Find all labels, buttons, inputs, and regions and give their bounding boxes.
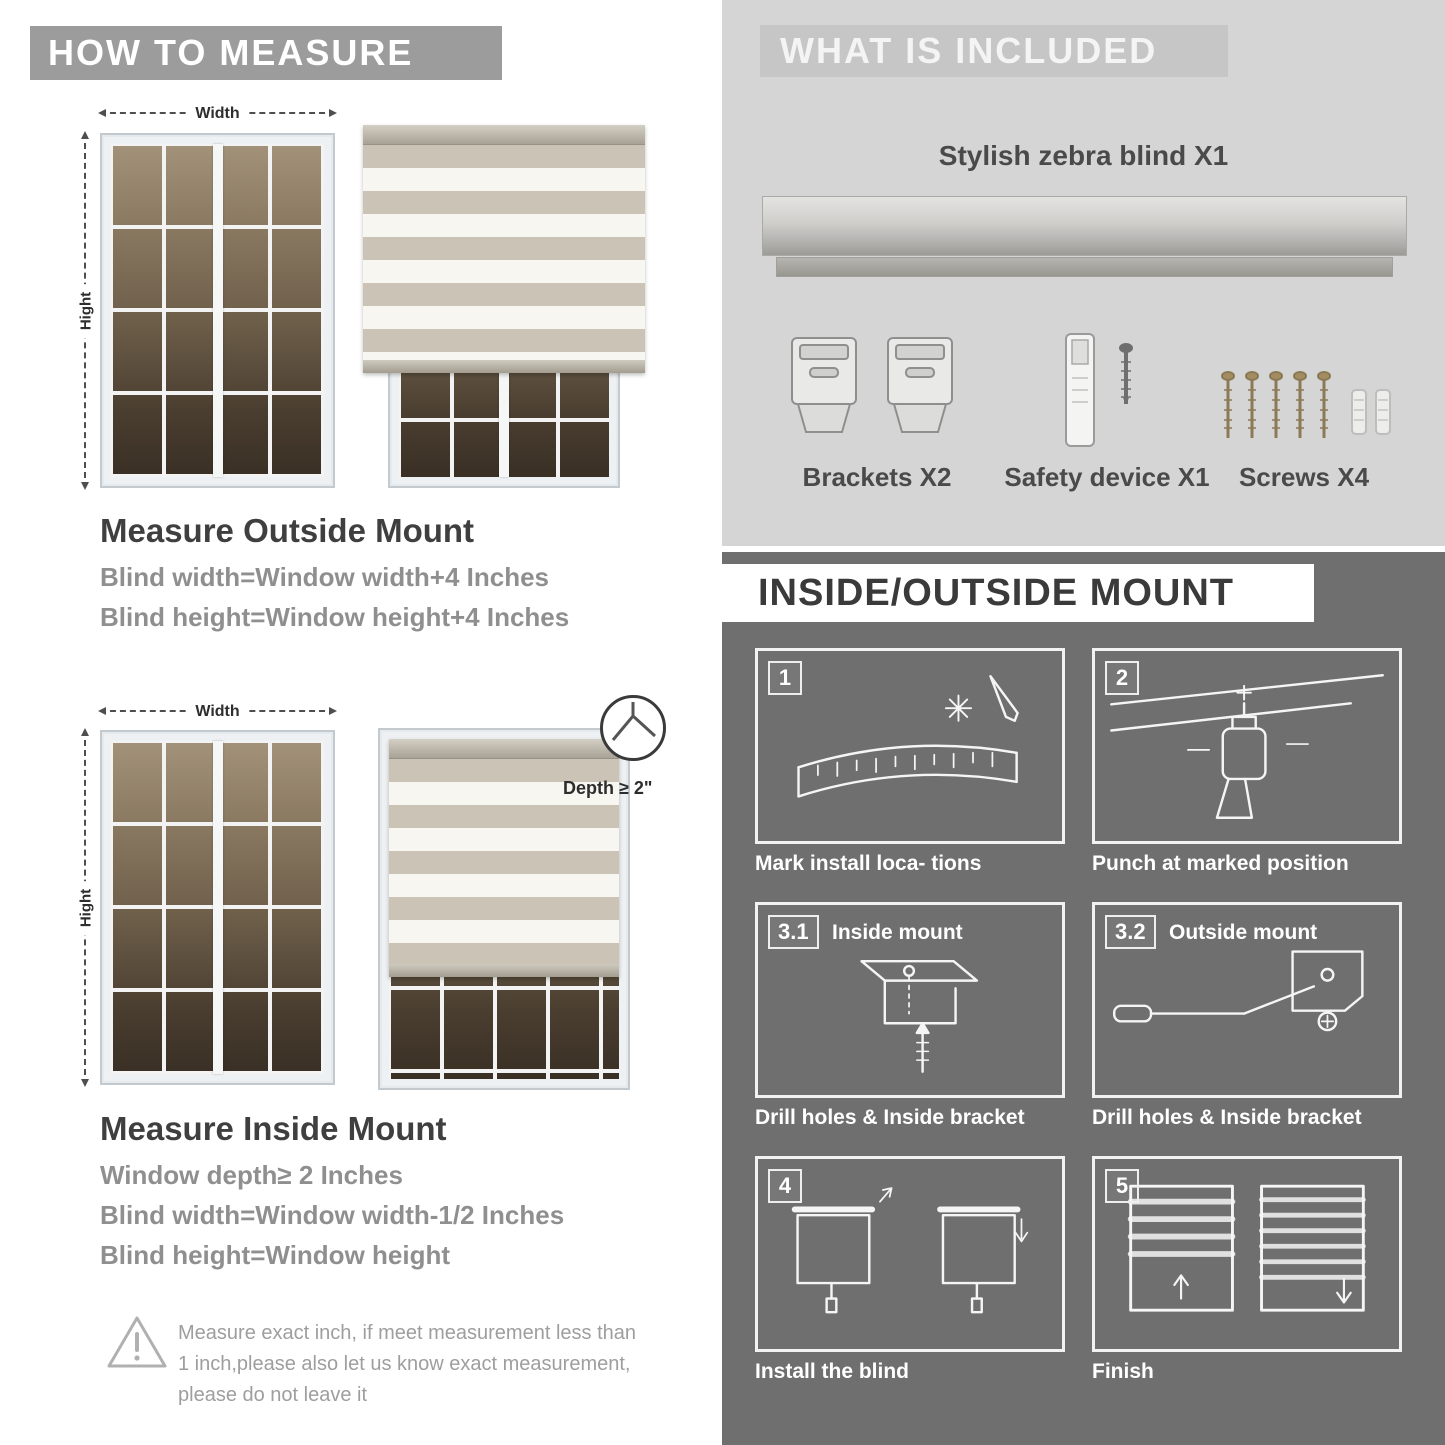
mount-instructions-section: INSIDE/OUTSIDE MOUNT 1 Mark install loca…	[722, 552, 1445, 1445]
blind-stripes	[363, 145, 645, 360]
step-number-badge: 1	[768, 661, 802, 695]
warning-icon	[107, 1316, 167, 1368]
step-title: Outside mount	[1169, 921, 1318, 944]
mount-header: INSIDE/OUTSIDE MOUNT	[722, 564, 1314, 622]
blind-bottom-rail	[363, 360, 645, 373]
window-illustration-inside	[100, 730, 335, 1085]
what-is-included-section: WHAT IS INCLUDED Stylish zebra blind X1	[722, 0, 1445, 546]
step-number-badge: 4	[768, 1169, 802, 1203]
depth-label: Depth ≥ 2"	[563, 778, 653, 798]
what-is-included-header: WHAT IS INCLUDED	[760, 25, 1228, 77]
how-to-measure-title: HOW TO MEASURE	[48, 32, 414, 73]
screws-label: Screws X4	[1238, 462, 1370, 492]
outside-height-formula: Blind height=Window height+4 Inches	[100, 602, 570, 632]
safety-device-icon	[1065, 333, 1133, 447]
step-panel-2: 2	[1092, 648, 1402, 844]
height-label: Hight	[75, 880, 97, 935]
outside-mount-title: Measure Outside Mount	[100, 512, 475, 549]
product-name: Stylish zebra blind X1	[938, 140, 1229, 171]
width-arrow: Width	[98, 703, 337, 721]
magnifier-circle	[600, 695, 666, 761]
step-number-badge: 2	[1105, 661, 1139, 695]
height-arrow: Hight	[75, 728, 97, 1087]
step-caption-4: Install the blind	[755, 1360, 910, 1383]
screws-icon	[1221, 371, 1391, 438]
window-center-post	[212, 144, 223, 477]
mount-header-title: INSIDE/OUTSIDE MOUNT	[758, 571, 1235, 614]
height-label: Hight	[75, 283, 97, 338]
inside-height-formula: Blind height=Window height	[100, 1240, 450, 1270]
inside-mount-title: Measure Inside Mount	[100, 1110, 447, 1147]
brackets-icon	[791, 337, 953, 433]
inside-bracket-illustration	[860, 960, 979, 1073]
step-title: Inside mount	[832, 921, 963, 944]
safety-device-label: Safety device X1	[1004, 462, 1210, 492]
step-panel-5: 5	[1092, 1156, 1402, 1352]
depth-corner-icon	[611, 702, 657, 741]
window-center-post	[212, 741, 223, 1074]
width-label: Width	[187, 105, 248, 123]
drill-illustration	[1110, 674, 1384, 819]
step-caption-5: Finish	[1092, 1360, 1154, 1383]
blind-stripes	[389, 759, 619, 964]
blind-cassette	[363, 125, 645, 145]
window-illustration-outside	[100, 133, 335, 488]
measurement-note: Measure exact inch, if meet measurement …	[178, 1322, 636, 1406]
step-number-badge: 5	[1105, 1169, 1139, 1203]
outside-mount-blind-figure	[363, 125, 645, 488]
brackets-label: Brackets X2	[802, 462, 952, 492]
inside-depth-formula: Window depth≥ 2 Inches	[100, 1160, 403, 1190]
blind-cassette	[389, 739, 619, 759]
width-arrow: Width	[98, 105, 337, 123]
what-is-included-title: WHAT IS INCLUDED	[780, 30, 1158, 71]
width-label: Width	[187, 703, 248, 721]
install-blind-illustration	[791, 1187, 1029, 1314]
outside-bracket-illustration	[1112, 950, 1364, 1032]
step-number-badge: 3.2	[1105, 915, 1156, 949]
inside-width-formula: Blind width=Window width-1/2 Inches	[100, 1200, 565, 1230]
step-panel-3-2: 3.2 Outside mount	[1092, 902, 1402, 1098]
step-panel-3-1: 3.1 Inside mount	[755, 902, 1065, 1098]
zebra-blind-illustration	[363, 125, 645, 373]
tape-measure-illustration	[797, 674, 1019, 798]
step-caption-3-2: Drill holes & Inside bracket	[1092, 1106, 1362, 1129]
height-arrow: Hight	[75, 131, 97, 490]
step-panel-4: 4	[755, 1156, 1065, 1352]
zebra-blind-illustration	[389, 739, 619, 977]
outside-width-formula: Blind width=Window width+4 Inches	[100, 562, 549, 592]
headrail-valance	[776, 257, 1393, 277]
how-to-measure-header: HOW TO MEASURE	[30, 26, 502, 80]
step-caption-3-1: Drill holes & Inside bracket	[755, 1106, 1025, 1129]
inside-mount-blind-figure: Depth ≥ 2"	[378, 695, 666, 1090]
step-panel-1: 1	[755, 648, 1065, 844]
finish-illustration	[1127, 1184, 1366, 1312]
step-number-badge: 3.1	[768, 915, 819, 949]
step-caption-1: Mark install loca- tions	[755, 852, 982, 875]
step-caption-2: Punch at marked position	[1092, 852, 1349, 875]
headrail-illustration	[762, 196, 1407, 256]
blind-bottom-rail	[389, 964, 619, 977]
